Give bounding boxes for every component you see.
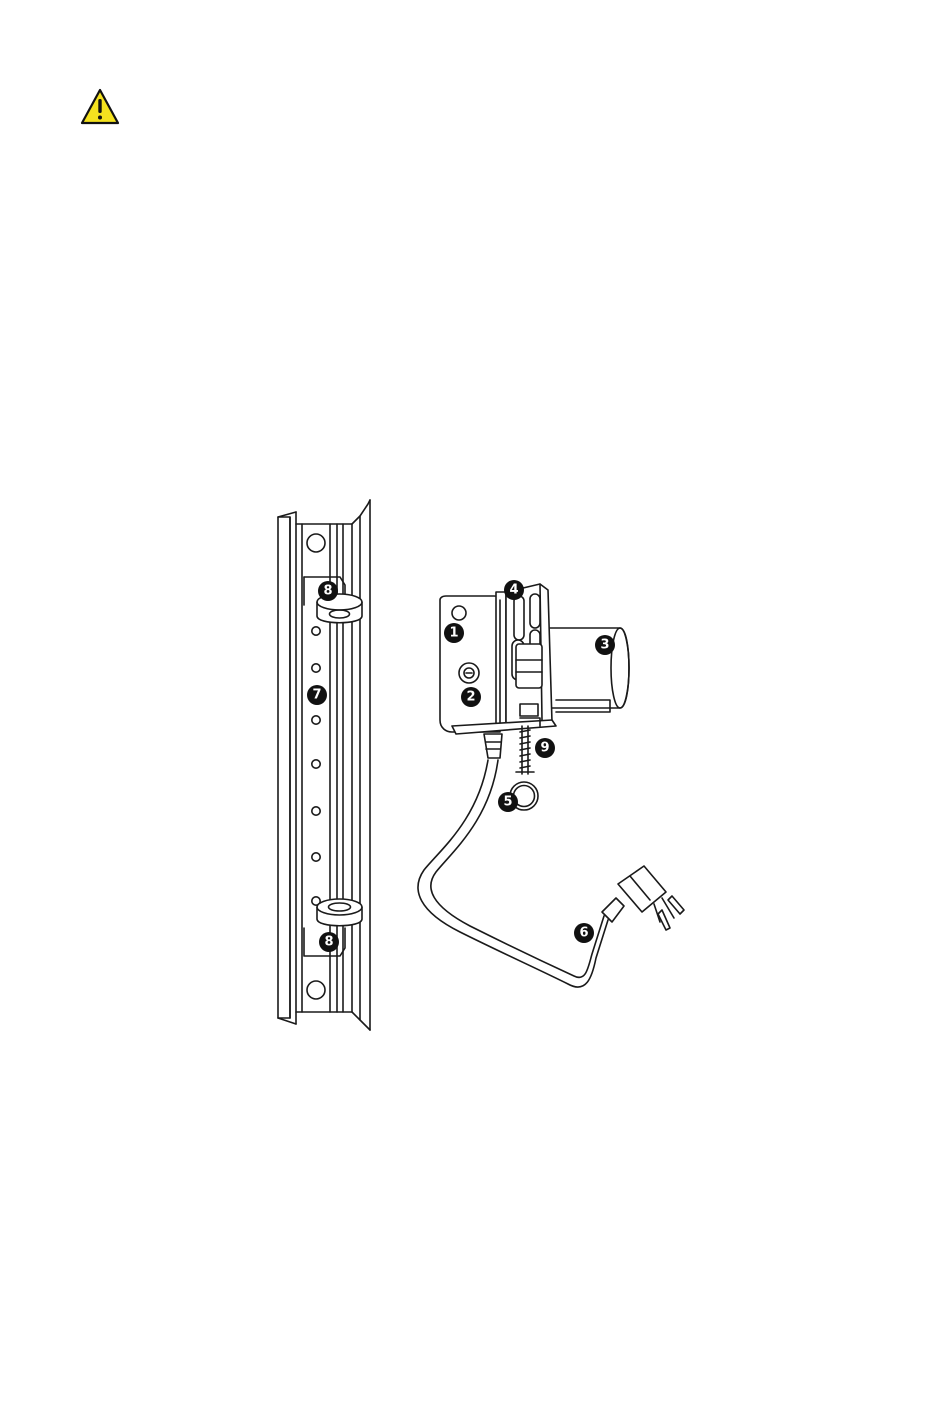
callout-1-label: 1 — [449, 626, 458, 641]
callout-8-top-label: 8 — [323, 584, 332, 599]
motor-unit — [440, 584, 629, 758]
callout-7-label: 7 — [312, 688, 321, 703]
callout-5-label: 5 — [503, 795, 512, 810]
callout-9: 9 — [535, 738, 555, 758]
callout-8-bottom: 8 — [319, 932, 339, 952]
callout-2-label: 2 — [466, 690, 475, 705]
callout-1: 1 — [444, 623, 464, 643]
callout-3: 3 — [595, 635, 615, 655]
callout-6: 6 — [574, 923, 594, 943]
callout-9-label: 9 — [540, 741, 549, 756]
callout-4-label: 4 — [509, 583, 518, 598]
callout-5: 5 — [498, 792, 518, 812]
callout-6-label: 6 — [579, 926, 588, 941]
rail-holes — [312, 627, 320, 905]
callout-8-bottom-label: 8 — [324, 935, 333, 950]
callout-7: 7 — [307, 685, 327, 705]
callout-8-top: 8 — [318, 581, 338, 601]
power-cable — [418, 760, 684, 987]
callout-2: 2 — [461, 687, 481, 707]
callout-3-label: 3 — [600, 638, 609, 653]
callout-4: 4 — [504, 580, 524, 600]
